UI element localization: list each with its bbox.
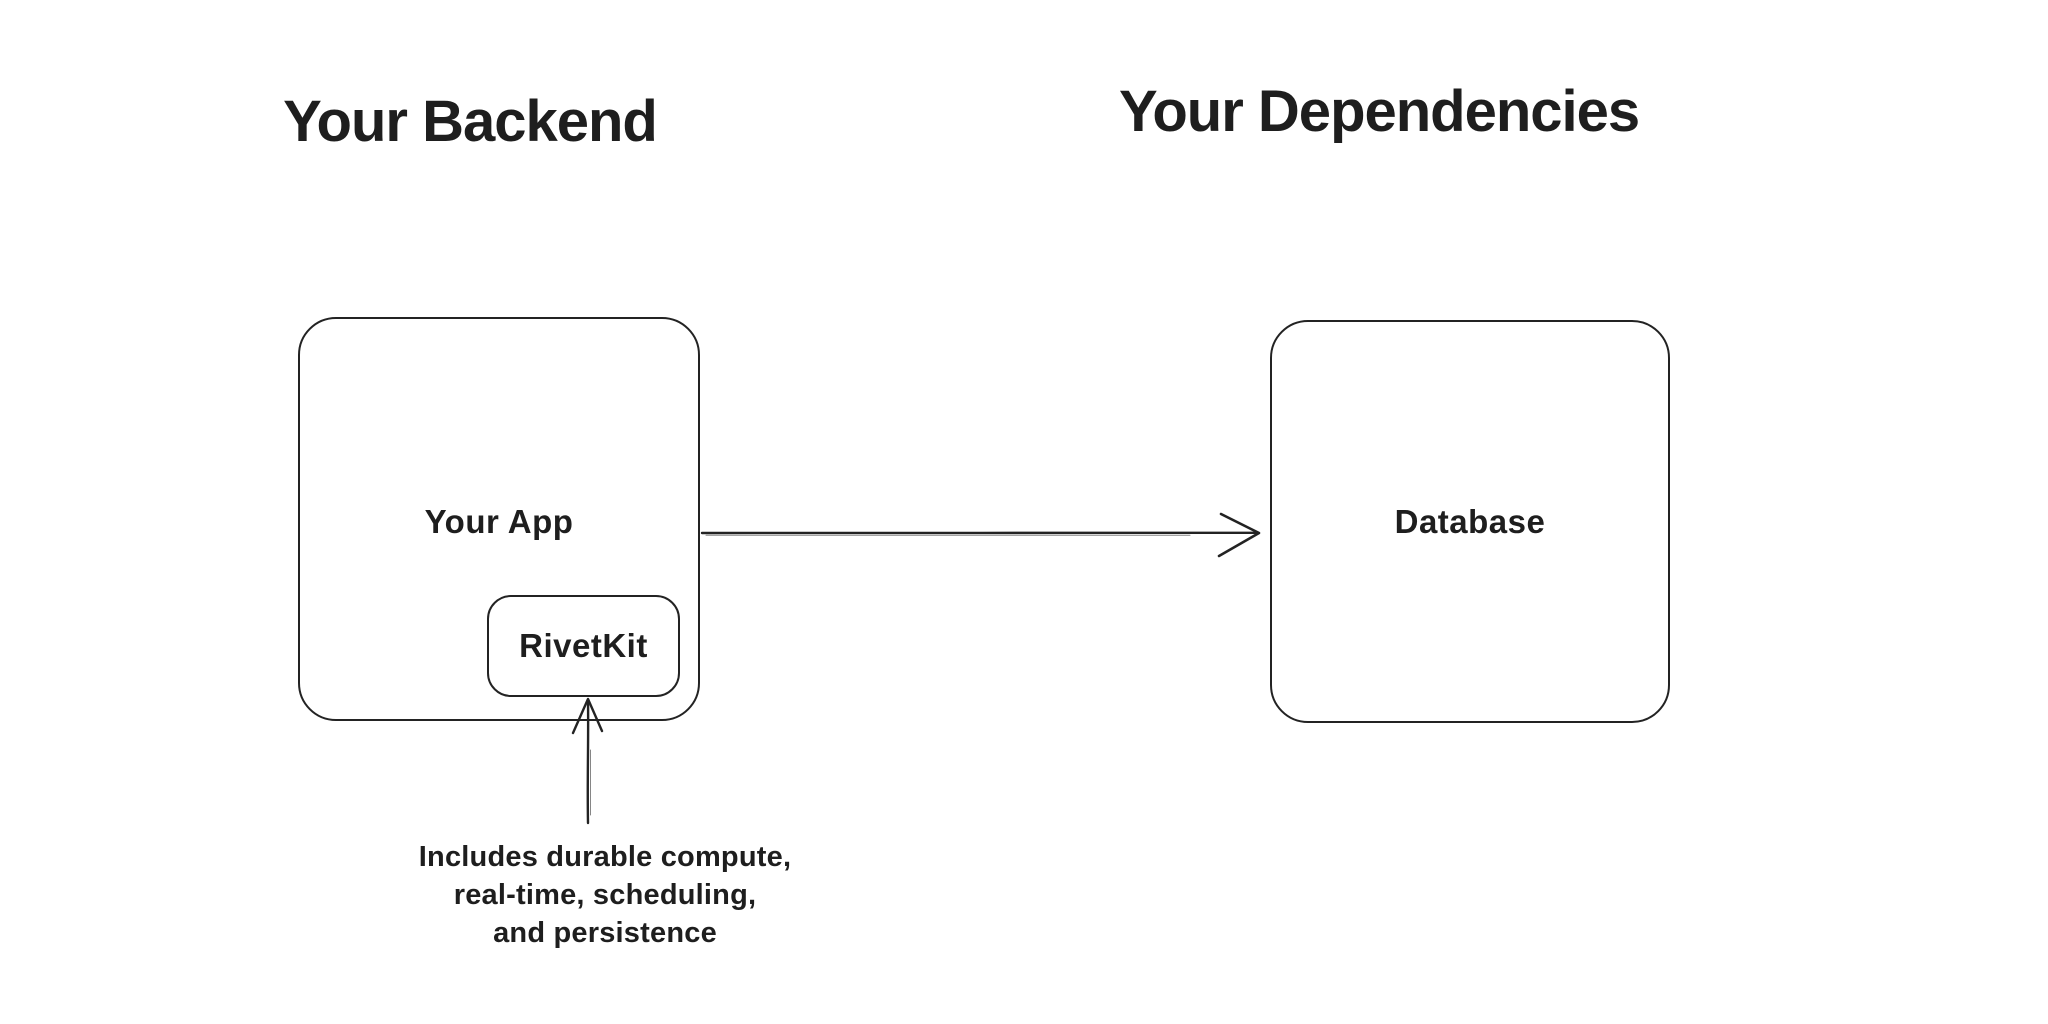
arrow-app-to-database-icon <box>700 512 1261 558</box>
heading-your-backend: Your Backend <box>283 89 658 154</box>
database-box: Database <box>1270 320 1670 723</box>
rivetkit-label: RivetKit <box>519 627 648 664</box>
your-app-label: Your App <box>424 503 574 540</box>
database-label: Database <box>1394 502 1546 540</box>
your-app-box: Your App <box>298 317 700 721</box>
rivetkit-box: RivetKit <box>487 595 680 697</box>
heading-your-dependencies: Your Dependencies <box>1119 79 1640 144</box>
rivetkit-annotation: Includes durable compute, real-time, sch… <box>418 841 792 949</box>
